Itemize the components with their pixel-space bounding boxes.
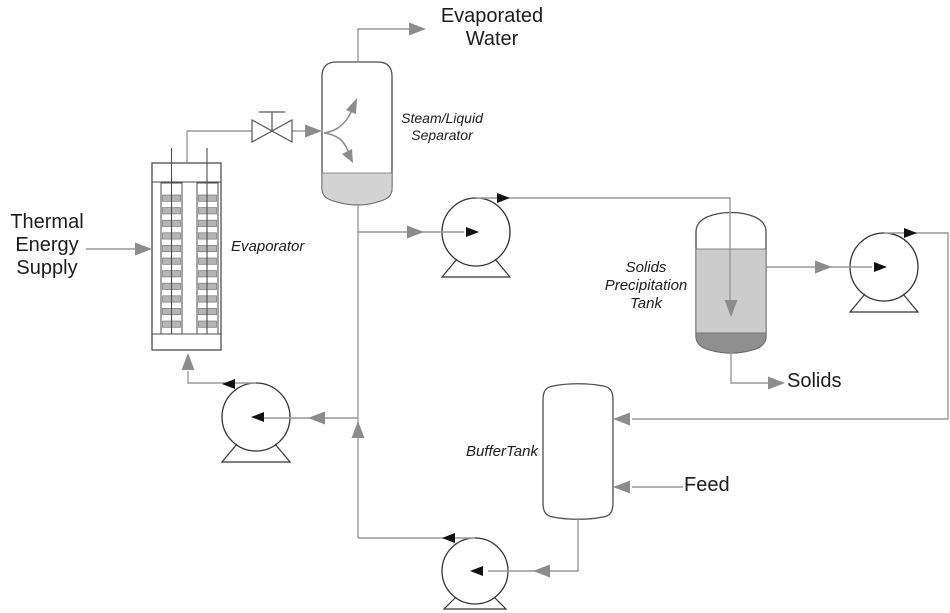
pipe-recirculation-to-evaporator	[187, 371, 256, 384]
precipitation-tank-discharge-pump	[848, 232, 920, 313]
arrow-evaporated-water-icon	[409, 22, 426, 36]
evaporated-water-label: Evaporated Water	[440, 5, 544, 50]
pump-support	[440, 258, 512, 278]
pump-support	[848, 293, 920, 313]
arrow-pump3-outlet-icon	[222, 379, 235, 389]
liquid-arrowhead-icon	[342, 149, 353, 163]
pipe-evaporator-to-valve	[186, 130, 252, 163]
control-valve-icon	[251, 111, 293, 144]
vapor-arrowhead-icon	[346, 98, 357, 114]
separator-liquid-level	[321, 172, 393, 206]
thermal-energy-supply-label: Thermal Energy Supply	[10, 211, 84, 279]
solids-precipitation-tank-label: Solids Precipitation Tank	[604, 259, 688, 312]
arrow-into-separator-icon	[305, 124, 322, 138]
pump-support	[442, 596, 508, 610]
solids-label: Solids	[787, 370, 842, 392]
vapor-split-arrow-icon	[323, 109, 353, 134]
arrow-pump3-center-icon	[251, 412, 264, 422]
arrow-pump1-outlet-icon	[497, 193, 510, 203]
pipe-separator-vapor-outlet	[357, 28, 409, 62]
arrow-pump4-outlet-icon	[442, 533, 455, 543]
buffer-tank-shell	[542, 383, 614, 520]
arrow-feed-inlet-icon	[613, 480, 630, 494]
arrow-recirc-suction-icon	[308, 411, 325, 425]
arrow-thermal-energy-icon	[135, 242, 152, 256]
steam-liquid-separator-vessel	[321, 61, 393, 206]
liquid-split-arrow-icon	[323, 132, 349, 152]
feed-label: Feed	[684, 474, 730, 496]
arrow-main-line-up-icon	[351, 421, 365, 438]
pipe-buffer-tank-to-pump	[488, 518, 579, 572]
buffer-tank-label: BufferTank	[466, 443, 538, 460]
arrow-pump1-center-icon	[466, 227, 479, 237]
flow-arrows-black	[222, 193, 917, 576]
arrow-pump2-outlet-icon	[904, 228, 917, 238]
separator-discharge-pump	[440, 197, 512, 278]
pipe-solids-outlet	[730, 352, 768, 384]
flow-arrows-gray	[135, 22, 832, 578]
precipitation-tank-solids-layer	[695, 332, 767, 354]
solids-precipitation-tank-vessel	[695, 211, 767, 354]
arrow-solids-out-icon	[768, 376, 785, 390]
buffer-tank-vessel	[542, 383, 614, 520]
pump-support	[220, 443, 292, 463]
arrow-into-evaporator-icon	[181, 353, 195, 370]
evaporator-recirculation-pump	[220, 382, 292, 463]
steam-liquid-separator-label: Steam/Liquid Separator	[401, 110, 483, 143]
evaporator-vessel	[151, 148, 222, 351]
buffer-tank-discharge-pump	[441, 537, 509, 610]
arrow-pump-suction-icon	[407, 225, 424, 239]
arrow-tank-discharge-icon	[815, 260, 832, 274]
arrow-return-inlet-icon	[613, 412, 630, 426]
evaporator-label: Evaporator	[231, 238, 305, 255]
arrow-buffer-outlet-icon	[533, 564, 550, 578]
precipitation-tank-liquid	[695, 248, 767, 334]
arrow-pump2-center-icon	[874, 262, 887, 272]
arrow-into-tank-down-icon	[724, 300, 738, 317]
arrow-pump4-center-icon	[470, 566, 483, 576]
pipe-pump-to-precipitation-tank	[476, 197, 731, 303]
